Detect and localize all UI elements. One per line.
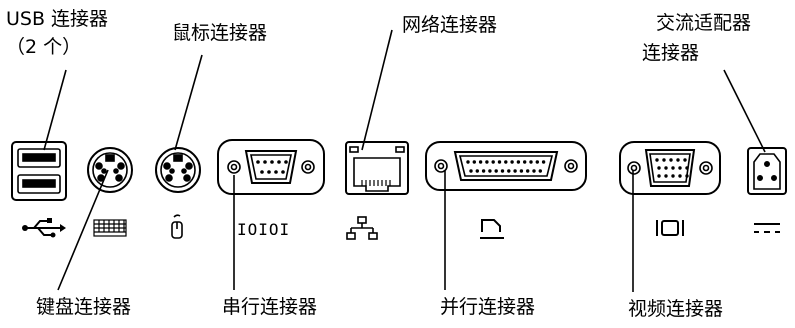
db25-pin — [497, 160, 502, 164]
db25-pin — [469, 169, 473, 173]
network-leader-line — [361, 29, 393, 151]
ac-leader-line — [723, 69, 766, 153]
db25-pin — [481, 169, 486, 173]
db25-pin — [538, 169, 542, 173]
db25-pin — [519, 169, 524, 173]
db25-pin — [494, 169, 498, 173]
db25-pin — [507, 169, 511, 173]
mouse-icon — [171, 214, 183, 239]
db25-pin — [513, 169, 517, 173]
db25-pin — [478, 160, 483, 164]
db25-pin — [526, 169, 530, 173]
video-icon — [656, 220, 684, 236]
keyboard-port — [87, 147, 133, 193]
db25-pin — [475, 169, 479, 173]
network-icon — [346, 216, 378, 240]
db25-pin — [485, 160, 489, 164]
dc-power-icon — [754, 223, 780, 233]
db25-pin — [535, 160, 539, 164]
ac-adapter-port — [747, 147, 787, 195]
db25-pin — [510, 160, 514, 164]
db25-pin — [532, 169, 536, 173]
parallel-port — [425, 141, 587, 191]
db25-pin — [504, 160, 508, 164]
serial-connector-label: 串行连接器 — [222, 296, 318, 318]
usb-ports — [11, 141, 67, 201]
db25-pin — [529, 160, 533, 164]
db25-pin — [500, 169, 505, 173]
usb-icon — [22, 218, 66, 238]
db25-pin — [466, 160, 470, 164]
db25-pin — [516, 160, 521, 164]
keyboard-icon — [93, 219, 127, 237]
video-connector-label: 视频连接器 — [628, 298, 724, 320]
usb-count-label: （2 个） — [6, 36, 82, 58]
parallel-icon — [480, 219, 504, 239]
db25-pin — [491, 160, 495, 164]
mouse-leader-line — [174, 54, 203, 151]
db25-pin — [541, 160, 546, 164]
network-connector-label: 网络连接器 — [402, 14, 498, 36]
db25-pin — [488, 169, 492, 173]
video-port — [619, 141, 721, 195]
serial-port — [217, 139, 325, 195]
serial-icon: IOIOI — [237, 220, 290, 239]
usb-connector-label: USB 连接器 — [6, 8, 109, 30]
mouse-connector-label: 鼠标连接器 — [172, 22, 268, 44]
db25-pin — [523, 160, 527, 164]
keyboard-connector-label: 键盘连接器 — [36, 296, 132, 318]
parallel-connector-label: 并行连接器 — [440, 296, 536, 318]
network-port — [345, 141, 409, 195]
mouse-port — [155, 147, 201, 193]
db25-pin — [472, 160, 476, 164]
ac-adapter-label-line1: 交流适配器 — [656, 12, 752, 34]
usb-leader-line — [43, 69, 67, 151]
ac-adapter-label-line2: 连接器 — [642, 42, 700, 64]
